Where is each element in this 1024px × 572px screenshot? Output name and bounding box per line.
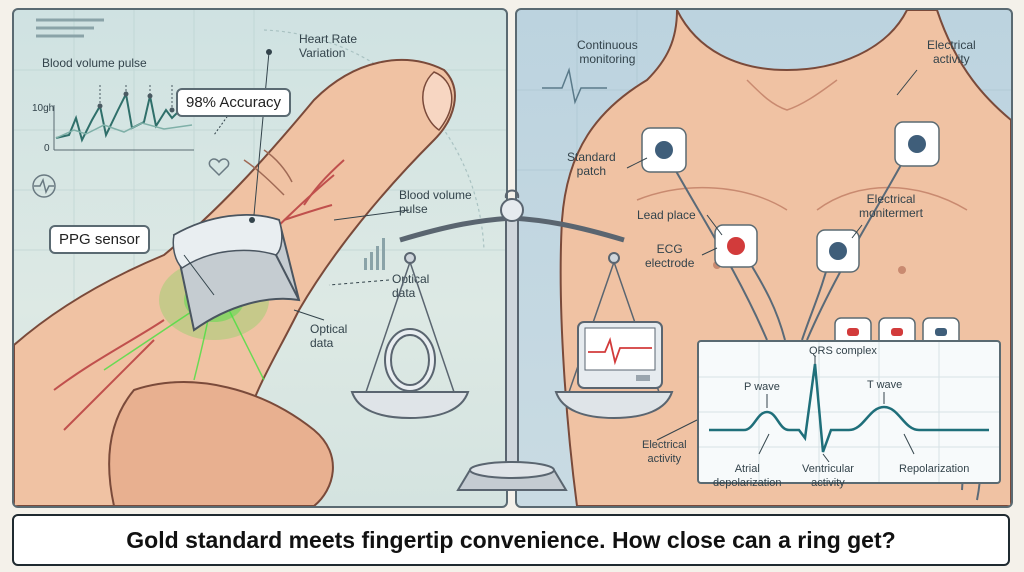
heart-rate-variation-label: Heart Rate Variation (299, 32, 358, 60)
blood-volume-pulse-top-label: Blood volume pulse (42, 56, 147, 70)
standard-patch-label: Standard patch (567, 150, 616, 178)
ecg-panel: QRS complex P wave T wave Continuous mon… (515, 8, 1013, 508)
ppg-waveform (53, 90, 194, 151)
optical-data-label-2: Optical data (310, 322, 348, 350)
ecg-electrode-label: ECG electrode (645, 242, 695, 270)
electrode-monitor (816, 229, 860, 273)
axis-top-label: 10gh (32, 103, 55, 114)
signal-bars-icon (364, 238, 385, 270)
accuracy-badge: 98% Accuracy (176, 88, 292, 117)
electrode-right-chest (894, 121, 940, 167)
waveform-markers (97, 91, 175, 113)
caption-banner: Gold standard meets fingertip convenienc… (12, 514, 1010, 566)
smart-ring (172, 214, 301, 332)
electrode-standard-patch (641, 127, 687, 173)
ecg-waveform-card: QRS complex P wave T wave (697, 340, 1001, 484)
blood-volume-pulse-mid-label: Blood volume pulse (399, 188, 472, 216)
optical-data-label-1: Optical data (392, 272, 430, 300)
pulse-icon (32, 174, 56, 198)
p-wave-label: P wave (744, 381, 780, 393)
electrical-activity-top-label: Electrical activity (927, 38, 976, 66)
repolarization-label: Repolarization (899, 463, 970, 475)
electrode-ecg-red (714, 224, 758, 268)
finger-illustration (14, 10, 506, 506)
electrical-activity-bottom-label: Electrical activity (642, 439, 687, 465)
qrs-complex-label: QRS complex (809, 345, 877, 357)
ppg-sensor-badge: PPG sensor (49, 225, 150, 254)
continuous-monitoring-label: Continuous monitoring (577, 38, 638, 66)
ring-panel: Heart Rate Variation Blood volume pulse … (12, 8, 508, 508)
ventricular-activity-label: Ventricular activity (802, 463, 854, 489)
lead-place-label: Lead place (637, 208, 696, 222)
electrical-monitor-label: Electrical monitermert (859, 192, 924, 220)
monitor-wave-icon (542, 67, 607, 105)
t-wave-label: T wave (867, 379, 903, 391)
decorative-lines (36, 18, 104, 38)
ecg-waveform (699, 342, 999, 482)
atrial-depolarization-label: Atrial depolarization (713, 463, 782, 489)
axis-zero-label: 0 (44, 143, 50, 154)
heart-icon (208, 158, 230, 177)
